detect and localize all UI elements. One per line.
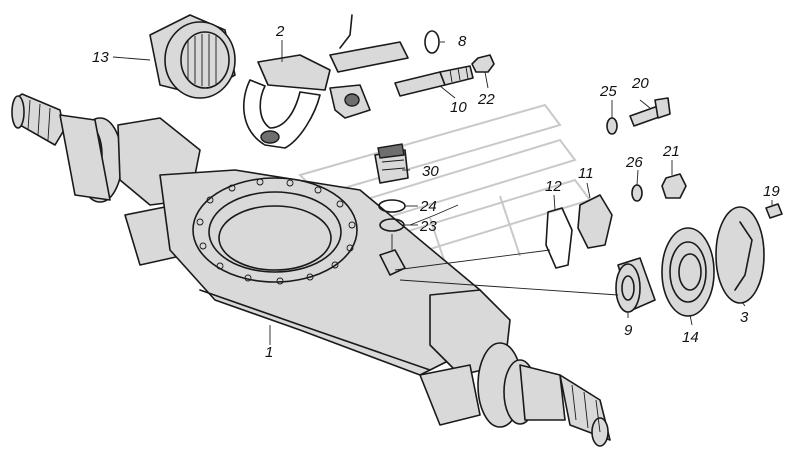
- part-25-washer: [606, 117, 618, 135]
- callout-3: 3: [740, 309, 749, 326]
- part-9-bushing: [615, 257, 656, 313]
- callout-1: 1: [265, 344, 273, 361]
- callout-23: 23: [419, 218, 437, 235]
- callout-8: 8: [458, 33, 467, 50]
- callout-13: 13: [92, 49, 109, 66]
- callout-9: 9: [624, 322, 633, 339]
- part-2-shift-fork: [242, 14, 409, 149]
- axle-housing: [11, 93, 611, 447]
- part-30-sensor: [374, 143, 409, 184]
- part-19-screw: [765, 203, 783, 219]
- part-11-plate: [577, 194, 613, 249]
- callout-24: 24: [419, 198, 437, 215]
- part-21-nut: [661, 173, 687, 199]
- callout-22: 22: [477, 91, 495, 108]
- part-3-plate: [715, 206, 765, 304]
- callout-2: 2: [275, 23, 285, 40]
- callout-20: 20: [631, 75, 649, 92]
- callout-labels: 1 2 3 8 9 10 11 12 13 14 19 20 21 22 23 …: [92, 23, 780, 361]
- part-22-nut: [471, 54, 495, 73]
- part-24-washer: [378, 199, 406, 213]
- callout-26: 26: [625, 154, 643, 171]
- part-20-bolt: [629, 97, 671, 127]
- part-26-washer: [631, 184, 643, 202]
- part-12-gasket: [545, 207, 573, 269]
- part-13-ring: [149, 14, 236, 99]
- callout-30: 30: [422, 163, 439, 180]
- part-14-cover: [661, 227, 715, 317]
- part-8-oring: [424, 30, 440, 54]
- callout-14: 14: [682, 329, 699, 346]
- part-10-pin: [394, 65, 474, 97]
- callout-19: 19: [763, 183, 780, 200]
- leader-lines: [112, 40, 773, 345]
- callout-25: 25: [599, 83, 617, 100]
- callout-21: 21: [662, 143, 680, 160]
- callout-11: 11: [578, 165, 594, 182]
- callout-10: 10: [450, 99, 467, 116]
- callout-12: 12: [545, 178, 562, 195]
